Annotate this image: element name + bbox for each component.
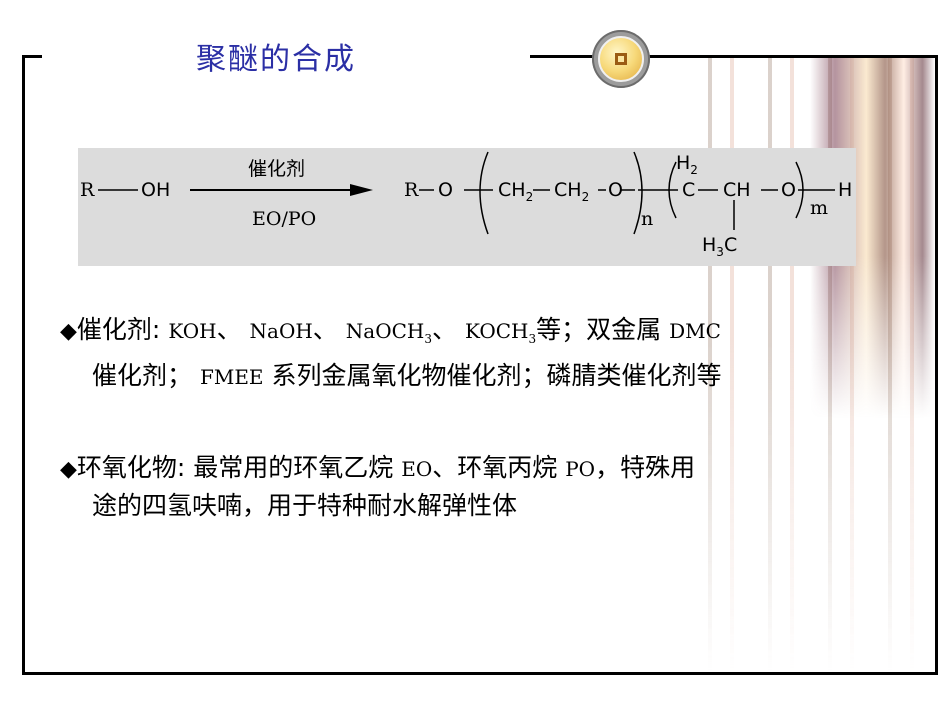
product-o1: O (438, 179, 453, 201)
diamond-icon: ◆ (60, 319, 77, 344)
subscript-m: m (810, 197, 829, 219)
h-end: H (838, 179, 853, 201)
frame-bottom (22, 672, 938, 675)
bracket-m-left (668, 161, 677, 219)
o2: O (608, 179, 623, 201)
frame-top-left (22, 55, 42, 58)
bracket-n-left (479, 151, 489, 235)
subscript-n: n (641, 208, 654, 230)
square-in-circle-icon (598, 36, 644, 82)
ch2-b: CH2 (554, 179, 590, 204)
product-r: R (404, 179, 419, 201)
reaction-lines (98, 151, 835, 235)
badge-square (615, 53, 627, 65)
bracket-n-right (633, 151, 643, 235)
h3c: H3C (702, 234, 738, 259)
reaction-arrow-head (350, 184, 373, 196)
bullet-catalysts-line2: 催化剂； FMEE 系列金属氧化物催化剂；磷腈类催化剂等 (92, 361, 722, 390)
bullet-epoxides-line1: ◆环氧化物: 最常用的环氧乙烷 EO、环氧丙烷 PO，特殊用 (60, 453, 696, 482)
ch-atom: CH (723, 179, 751, 201)
reaction-equation-box: R OH 催化剂 EO/PO R O CH2 CH2 O n H2 C CH O… (78, 148, 856, 266)
ch2-a: CH2 (498, 179, 534, 204)
bullet-epoxides-line2: 途的四氢呋喃，用于特种耐水解弹性体 (92, 491, 518, 520)
o3: O (781, 179, 796, 201)
catalyst-label: 催化剂 (248, 158, 306, 180)
slide-title: 聚醚的合成 (196, 42, 356, 77)
reactant-oh: OH (141, 179, 171, 201)
frame-left (22, 55, 25, 675)
h2-top: H2 (676, 152, 698, 177)
c-atom: C (682, 179, 696, 201)
diamond-icon: ◆ (60, 457, 77, 482)
reactant-r: R (80, 179, 95, 201)
frame-right (935, 55, 938, 675)
frame-top-right (530, 55, 938, 58)
bullet-catalysts-line1: ◆催化剂: KOH、 NaOH、 NaOCH3、 KOCH3等；双金属 DMC (60, 315, 721, 346)
reagent-label: EO/PO (252, 208, 317, 230)
